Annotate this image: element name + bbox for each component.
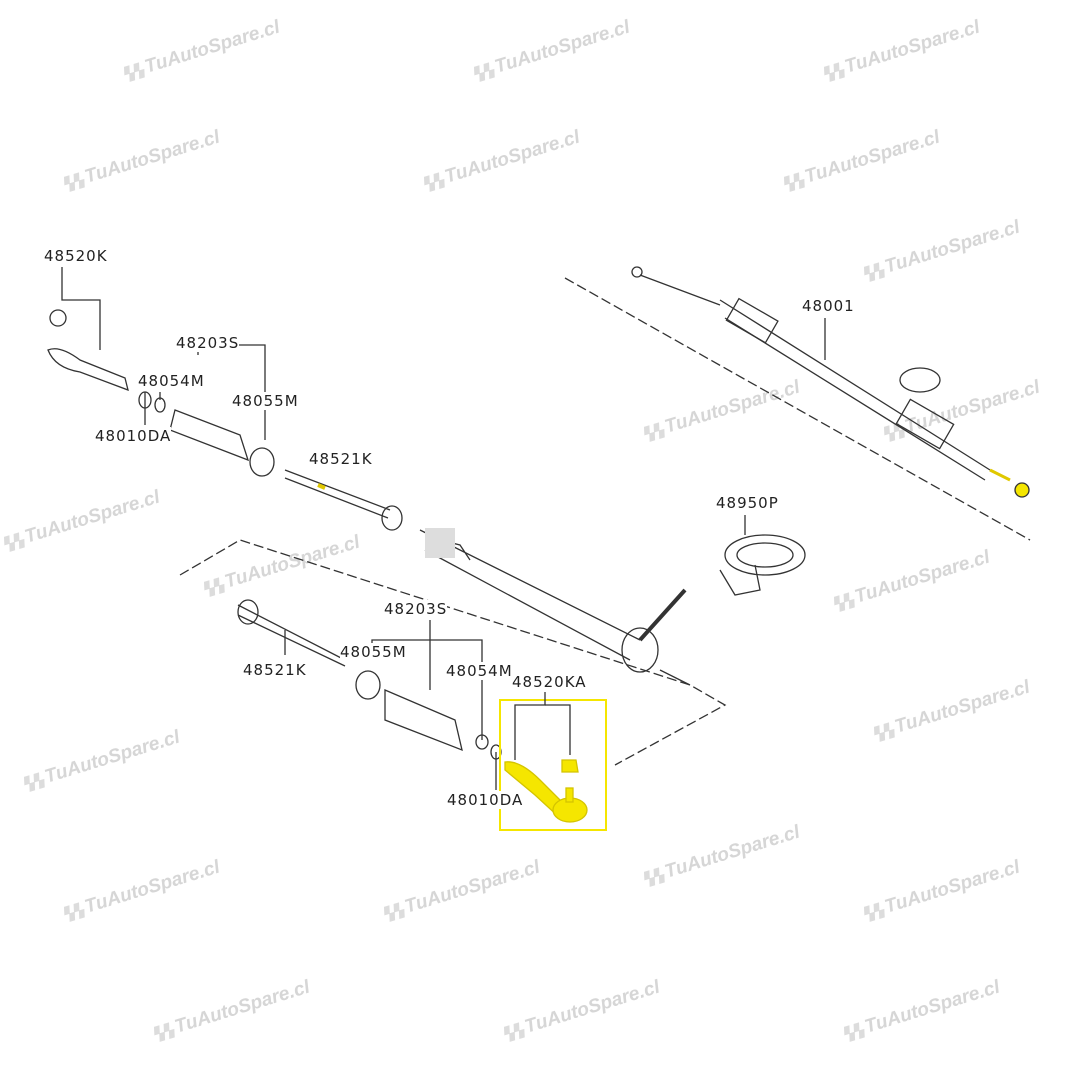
label-48055M-right: 48055M — [340, 643, 407, 661]
label-48520KA: 48520KA — [512, 673, 587, 691]
region-outline — [179, 539, 727, 766]
inner-socket-right — [237, 599, 346, 667]
label-48055M-left: 48055M — [232, 392, 299, 410]
tie-rod-end-left — [47, 267, 129, 392]
grommet-part — [719, 515, 806, 596]
tie-rod-end-right — [499, 692, 607, 831]
label-48054M-right: 48054M — [446, 662, 513, 680]
label-48010DA-left: 48010DA — [95, 427, 172, 445]
label-48520K: 48520K — [44, 247, 108, 265]
boot-left — [138, 344, 275, 477]
label-48054M-left: 48054M — [138, 372, 205, 390]
label-48001: 48001 — [802, 297, 855, 315]
label-48010DA-right: 48010DA — [447, 791, 524, 809]
inner-socket-left — [284, 469, 403, 531]
label-48950P: 48950P — [716, 494, 779, 512]
steering-rack — [419, 528, 691, 686]
label-48521K-left: 48521K — [309, 450, 373, 468]
gear-assembly-inset — [564, 266, 1031, 541]
label-48521K-right: 48521K — [243, 661, 307, 679]
label-48203S-left: 48203S — [176, 334, 240, 352]
label-48203S-right: 48203S — [384, 600, 448, 618]
